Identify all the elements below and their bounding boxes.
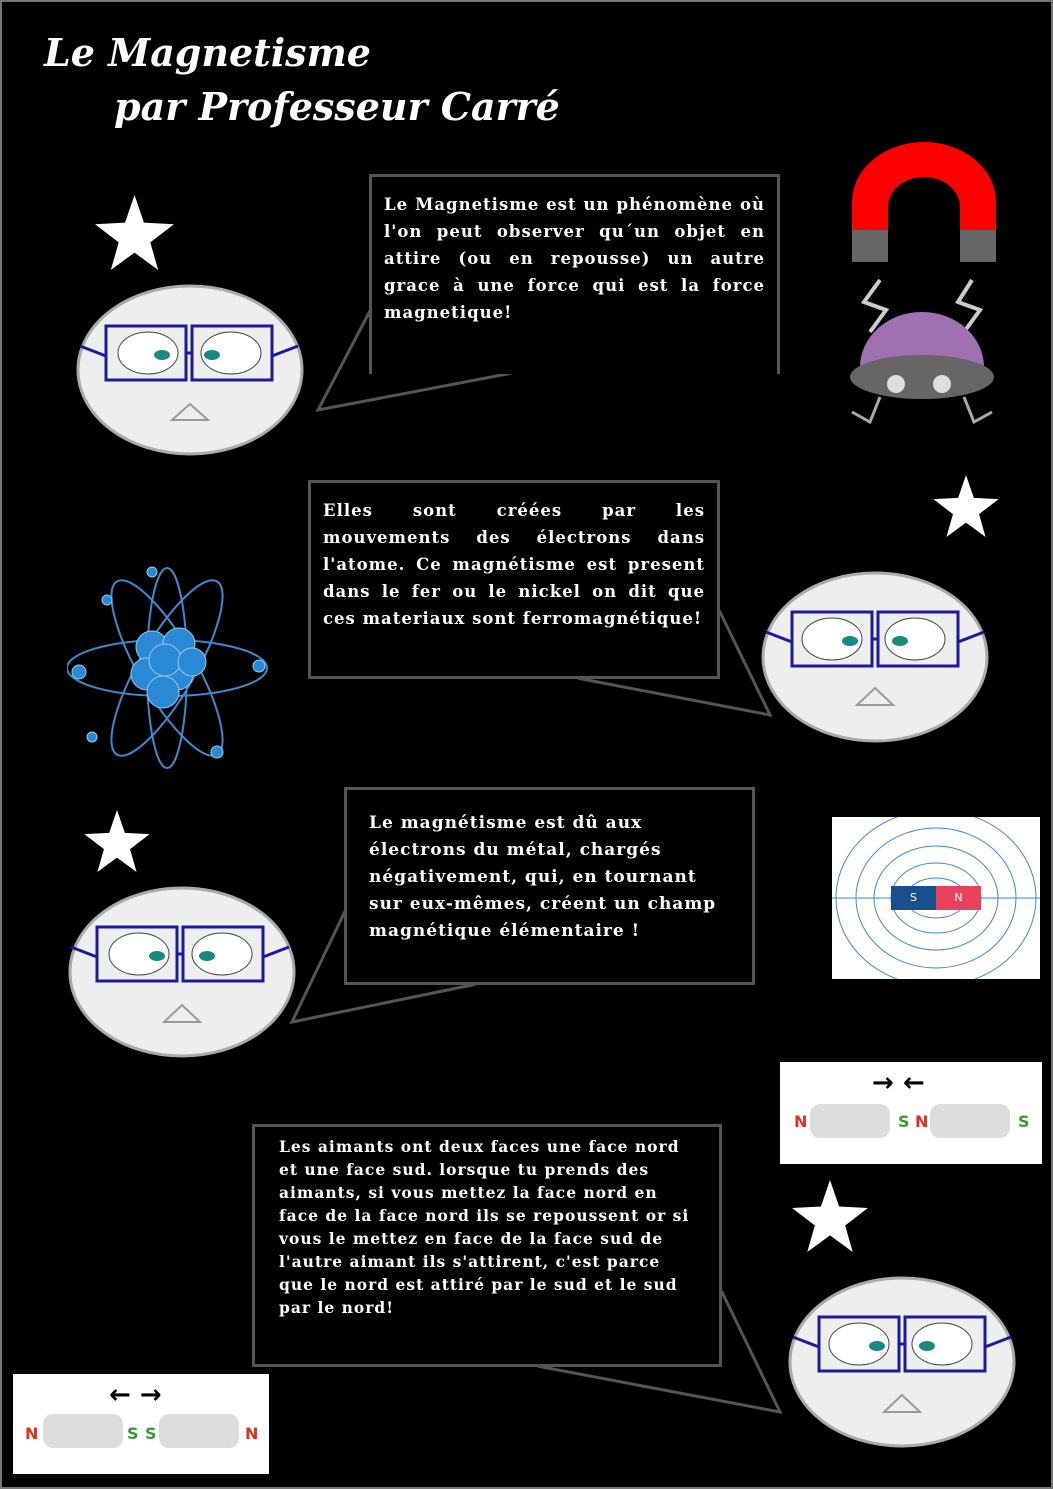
speech-bubble-4: Les aimants ont deux faces une face nord… — [252, 1124, 722, 1367]
star-icon — [84, 810, 150, 872]
horseshoe-magnet-robot-illustration — [850, 142, 996, 425]
pole-label: S — [145, 1424, 157, 1443]
professor-face — [761, 571, 989, 743]
speech-bubble-3: Le magnétisme est dû aux électrons du mé… — [344, 787, 755, 985]
title-line-2: par Professeur Carré — [114, 84, 560, 129]
pole-label: N — [915, 1112, 929, 1131]
arrows-toward-icon: → ← — [872, 1068, 925, 1098]
star-icon — [933, 475, 999, 537]
arrows-apart-icon: ← → — [109, 1380, 162, 1410]
professor-face — [788, 1276, 1016, 1448]
attracting-magnets-diagram: → ← N S N S — [780, 1062, 1042, 1164]
title-line-1: Le Magnetisme — [44, 30, 371, 75]
pole-label: S — [127, 1424, 139, 1443]
repelling-magnets-diagram: ← → N S S N — [13, 1374, 269, 1474]
pole-label: S — [898, 1112, 910, 1131]
speech-bubble-1: Le Magnetisme est un phénomène où l'on p… — [369, 174, 780, 374]
pole-label: N — [794, 1112, 808, 1131]
pole-label: N — [245, 1424, 259, 1443]
magnet-bar — [43, 1414, 123, 1448]
magnet-north-pole: N — [936, 886, 981, 910]
pole-label: N — [25, 1424, 39, 1443]
professor-face — [76, 284, 304, 456]
magnet-south-pole: S — [891, 886, 936, 910]
professor-face — [68, 886, 296, 1058]
star-icon — [792, 1180, 868, 1252]
magnetic-field-diagram: S N — [832, 817, 1040, 979]
speech-bubble-2: Elles sont créées par les mouvements des… — [308, 480, 720, 679]
star-icon — [95, 195, 174, 270]
atom-illustration — [67, 566, 268, 769]
magnet-bar — [930, 1104, 1010, 1138]
magnet-bar — [810, 1104, 890, 1138]
pole-label: S — [1018, 1112, 1030, 1131]
magnet-bar — [159, 1414, 239, 1448]
